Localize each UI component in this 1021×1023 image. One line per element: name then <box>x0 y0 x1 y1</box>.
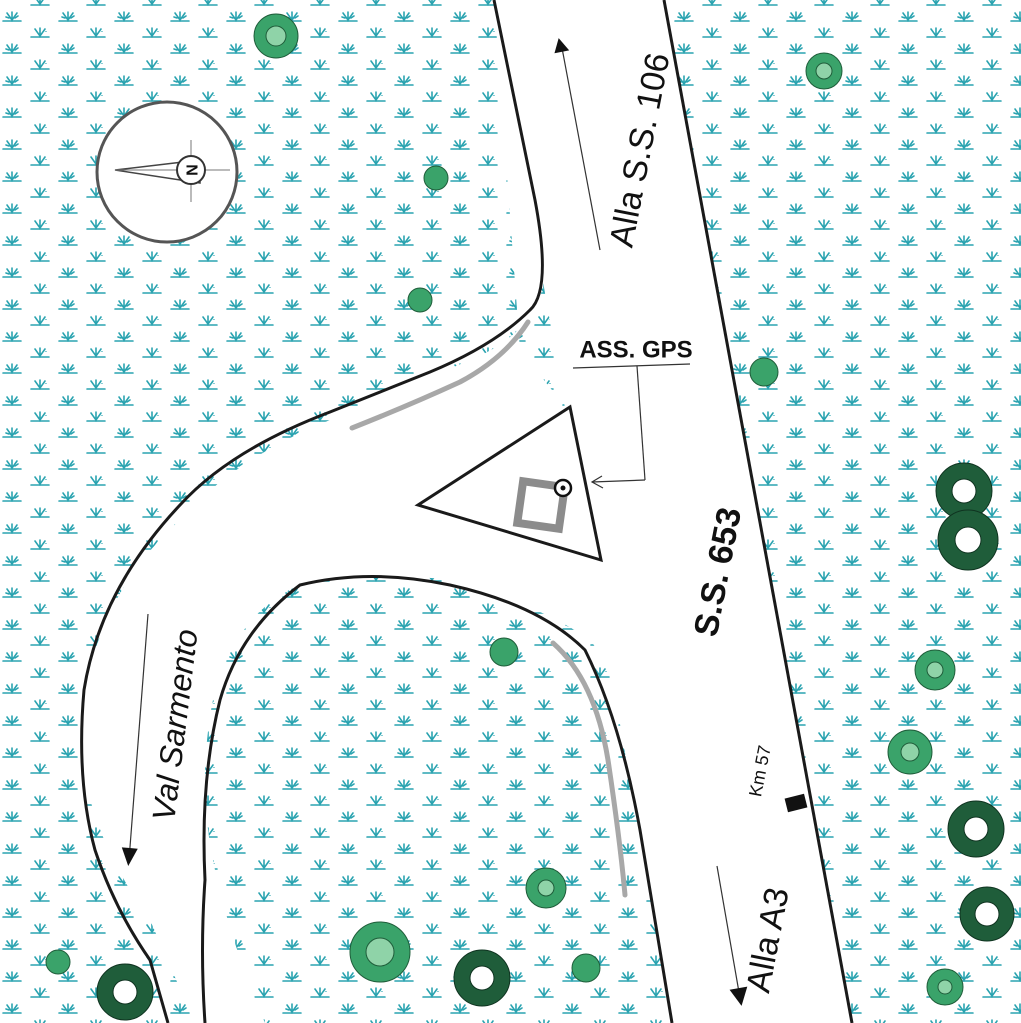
direction-arrows <box>121 38 748 1006</box>
road-surface <box>79 0 852 1023</box>
guardrails <box>349 319 628 898</box>
inner-curve-edge <box>201 575 674 1023</box>
gps-leader-line <box>572 363 691 489</box>
ss653-right-edge <box>662 0 854 1023</box>
km-marker <box>784 793 808 813</box>
triangle-island <box>414 404 603 563</box>
arrow-icon <box>128 613 149 861</box>
compass-rose-icon: N <box>95 100 239 244</box>
label-gps: ASS. GPS <box>579 337 692 364</box>
pillar-square <box>512 476 570 534</box>
outer-curve-edge <box>80 0 544 1023</box>
gps-marker-icon <box>553 478 573 498</box>
compass-north-label: N <box>183 164 200 176</box>
tree-icon <box>96 462 1015 1021</box>
arrow-icon <box>716 865 741 999</box>
trees <box>45 13 1015 1021</box>
road-edges <box>80 0 854 1023</box>
arrow-icon <box>561 47 601 251</box>
tree-icon <box>45 13 964 1006</box>
